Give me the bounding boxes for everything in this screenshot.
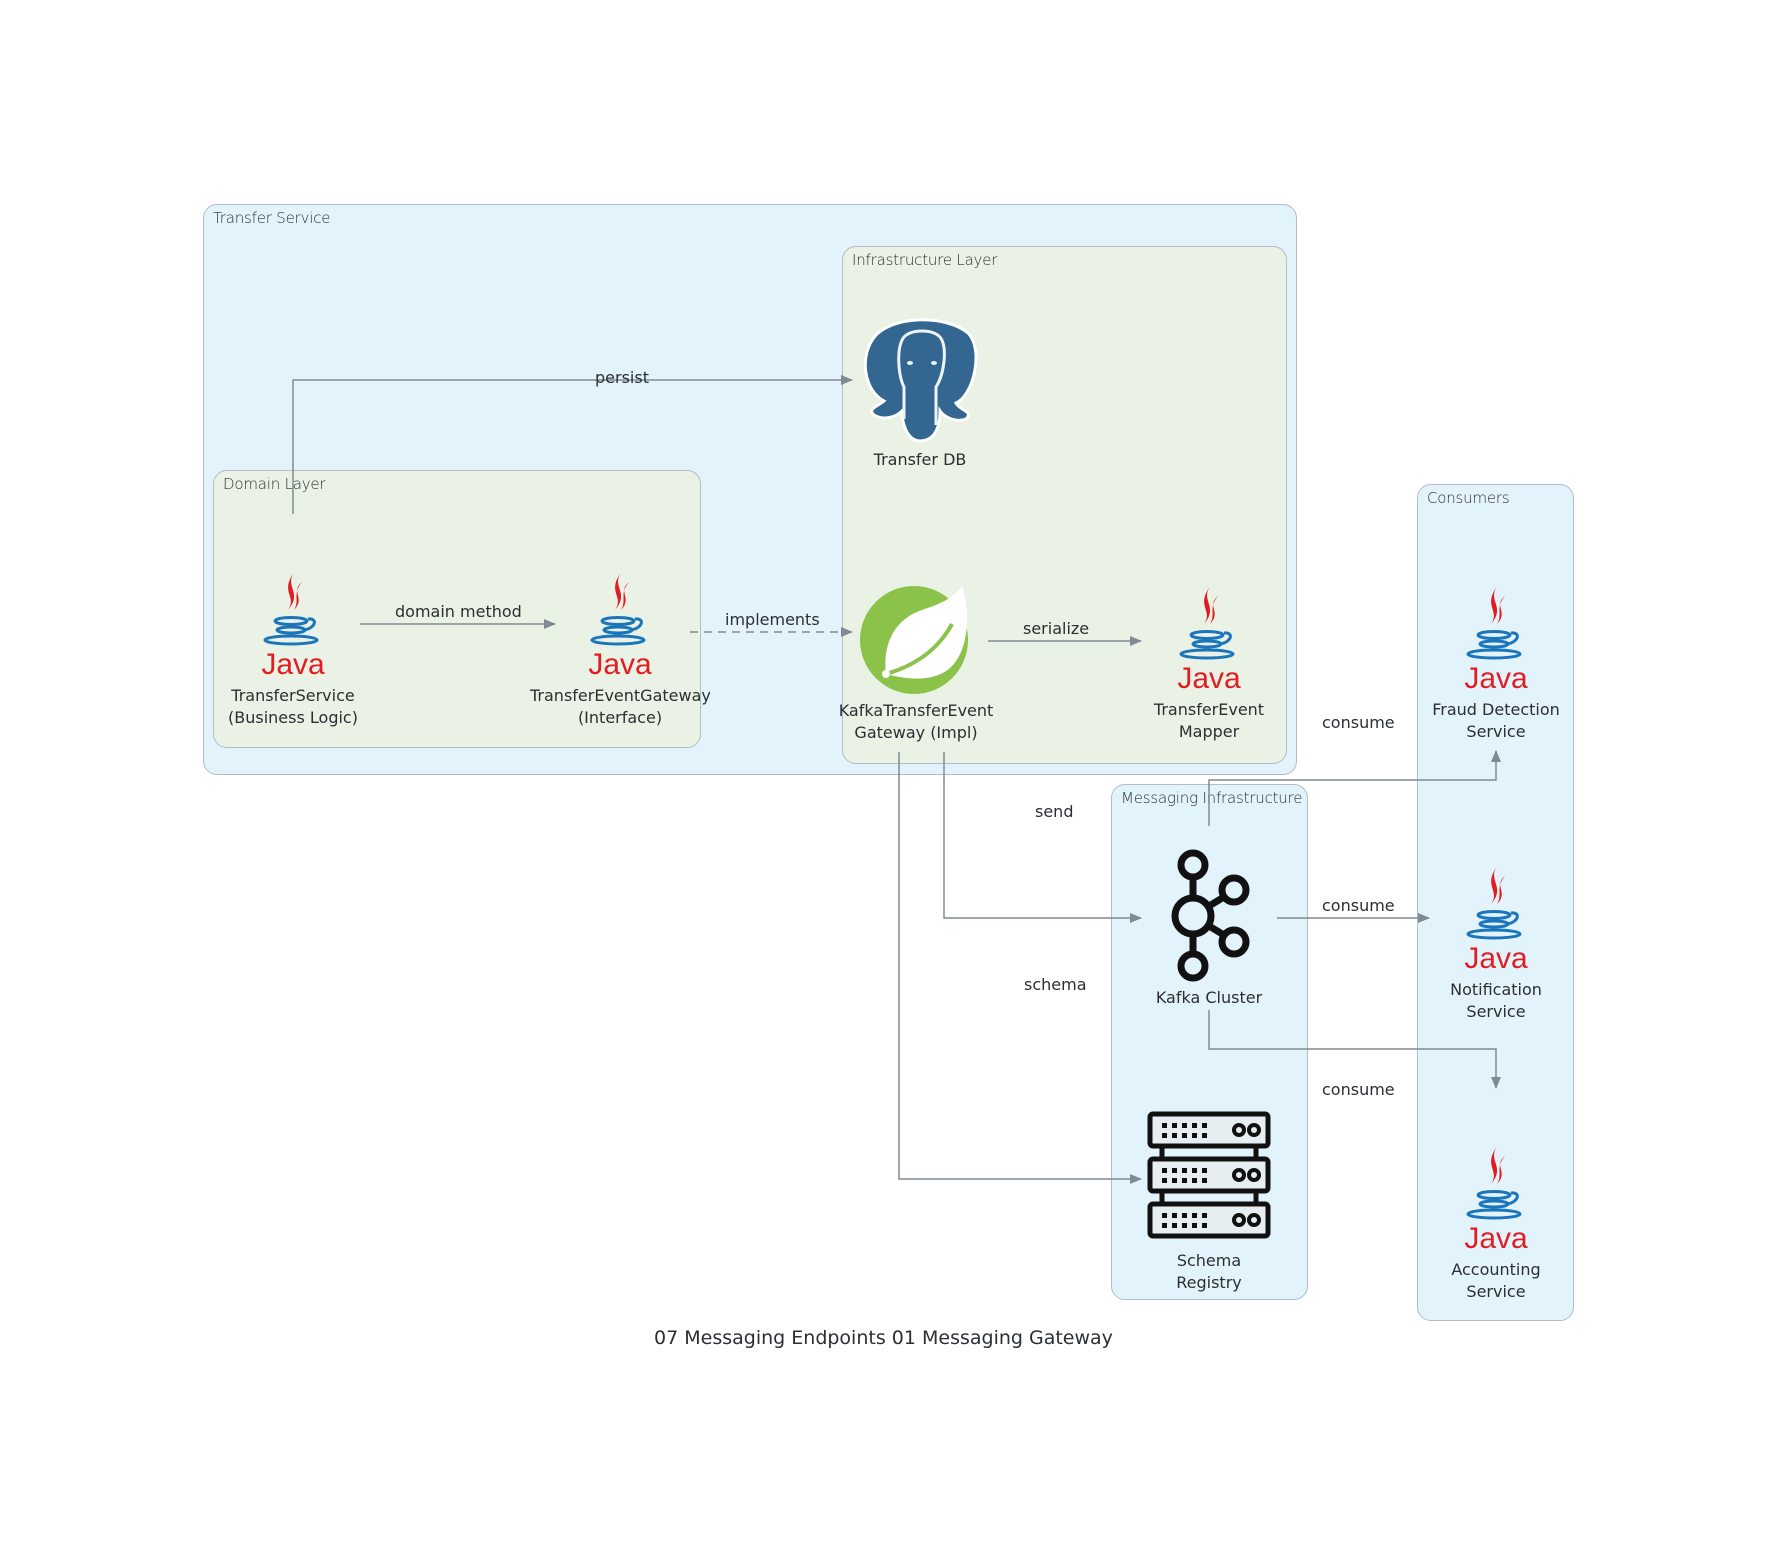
edge-label-schema: schema <box>1024 975 1087 994</box>
node-transfer-db[interactable]: Transfer DB <box>850 315 990 471</box>
node-label: Schema Registry <box>1176 1251 1242 1292</box>
edge-label-persist: persist <box>595 368 649 387</box>
node-fraud-detection-service[interactable]: Java Fraud Detection Service <box>1421 580 1571 743</box>
java-icon: Java <box>1464 584 1528 695</box>
node-label: Accounting Service <box>1451 1260 1541 1301</box>
edge-send <box>943 752 1142 923</box>
node-transfer-event-mapper[interactable]: Java TransferEvent Mapper <box>1139 580 1279 743</box>
server-rack-icon <box>1147 1111 1271 1239</box>
java-icon: Java <box>588 570 652 681</box>
diagram-title: 07 Messaging Endpoints 01 Messaging Gate… <box>654 1327 1113 1349</box>
cluster-domain-layer: Domain Layer <box>213 470 701 748</box>
postgresql-icon <box>863 318 978 443</box>
java-icon: Java <box>1177 584 1241 695</box>
edge-label-consume-accounting: consume <box>1322 1080 1395 1099</box>
node-label: TransferService (Business Logic) <box>228 686 358 727</box>
node-label: TransferEvent Mapper <box>1153 700 1265 741</box>
edge-persist <box>292 375 853 514</box>
edge-label-send: send <box>1035 802 1074 821</box>
spring-icon <box>860 586 968 694</box>
cluster-label: Consumers <box>1427 489 1510 507</box>
node-label: KafkaTransferEvent Gateway (Impl) <box>838 701 994 742</box>
edge-consume-accounting <box>1208 1010 1501 1089</box>
node-label: TransferEventGateway (Interface) <box>530 686 711 727</box>
java-icon: Java <box>1464 1144 1528 1255</box>
node-label: Fraud Detection Service <box>1432 700 1560 741</box>
edge-consume-fraud <box>1208 750 1501 826</box>
cluster-label: Messaging Infrastructure <box>1121 789 1303 807</box>
svg-text:Java: Java <box>1464 1222 1528 1255</box>
edge-label-consume-fraud: consume <box>1322 713 1395 732</box>
kafka-icon <box>1171 849 1250 982</box>
cluster-label: Infrastructure Layer <box>852 251 998 269</box>
node-schema-registry[interactable]: Schema Registry <box>1139 1110 1279 1294</box>
node-label: Transfer DB <box>873 450 967 469</box>
cluster-label: Transfer Service <box>213 209 331 227</box>
edge-label-implements: implements <box>725 610 820 629</box>
node-label: Kafka Cluster <box>1155 988 1263 1007</box>
node-transfer-event-gateway[interactable]: Java TransferEventGateway (Interface) <box>530 566 711 729</box>
cluster-label: Domain Layer <box>223 475 326 493</box>
edge-label-serialize: serialize <box>1023 619 1090 638</box>
svg-text:Java: Java <box>1177 662 1241 695</box>
java-icon: Java <box>1464 864 1528 975</box>
node-accounting-service[interactable]: Java Accounting Service <box>1421 1140 1571 1303</box>
edge-label-consume-notification: consume <box>1322 896 1395 915</box>
edge-schema <box>898 752 1142 1184</box>
svg-text:Java: Java <box>1464 662 1528 695</box>
java-icon: Java <box>261 570 325 681</box>
svg-text:Java: Java <box>261 648 325 681</box>
node-kafka-cluster[interactable]: Kafka Cluster <box>1139 848 1279 1009</box>
cluster-consumers: Consumers <box>1417 484 1574 1321</box>
svg-text:Java: Java <box>1464 942 1528 975</box>
node-notification-service[interactable]: Java Notification Service <box>1421 860 1571 1023</box>
node-label: Notification Service <box>1450 980 1542 1021</box>
node-transfer-service[interactable]: Java TransferService (Business Logic) <box>218 566 368 729</box>
edge-label-domain-method: domain method <box>395 602 522 621</box>
svg-text:Java: Java <box>588 648 652 681</box>
node-kafka-gateway-impl[interactable]: KafkaTransferEvent Gateway (Impl) <box>836 580 996 744</box>
